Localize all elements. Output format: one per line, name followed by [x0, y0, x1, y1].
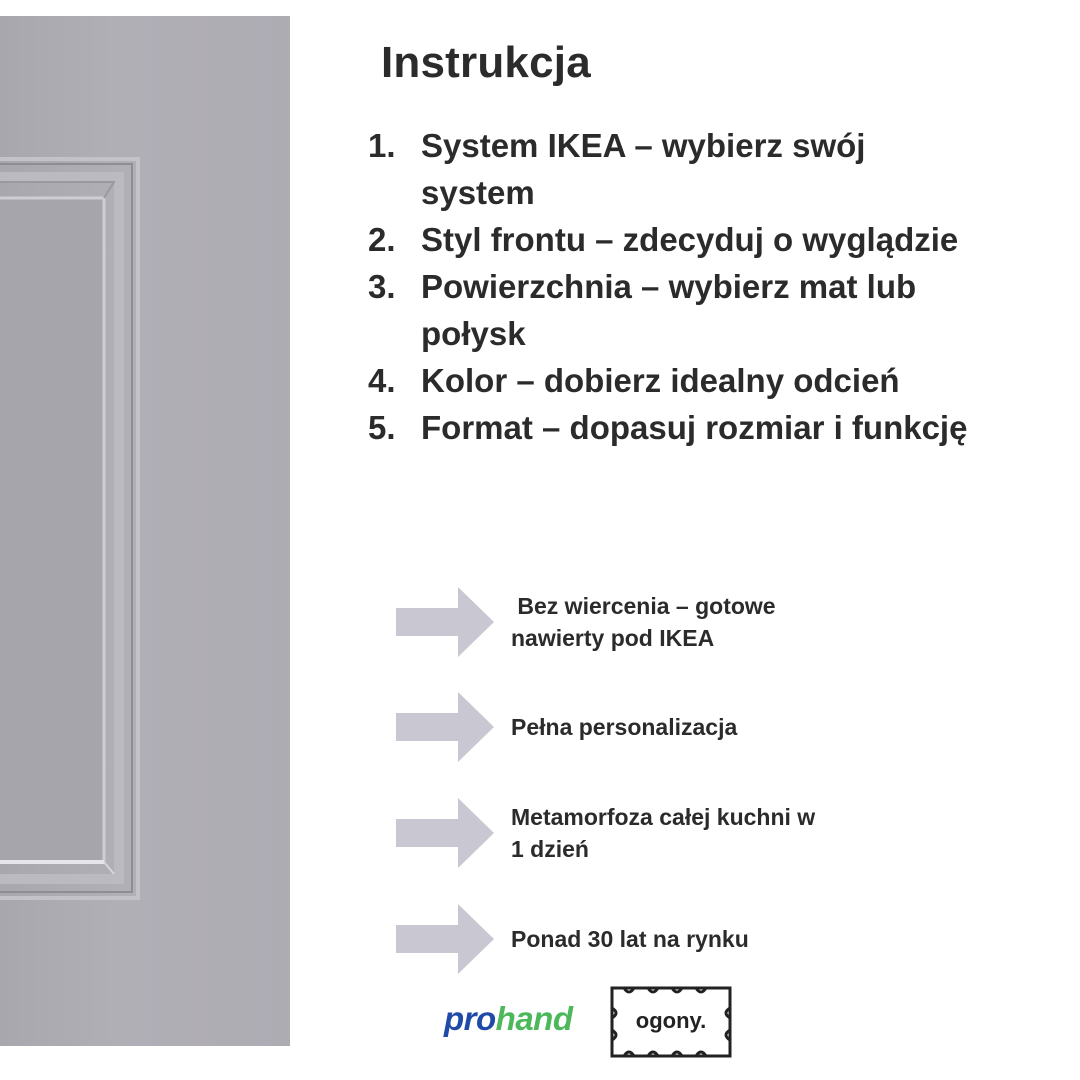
page-title: Instrukcja	[381, 38, 591, 87]
step-text: Powierzchnia – wybierz mat lub połysk	[421, 268, 917, 352]
feature-item-personalization: Pełna personalizacja	[396, 692, 956, 762]
step-number: 1.	[368, 127, 396, 164]
instruction-steps: 1. System IKEA – wybierz swój system 2. …	[368, 122, 988, 451]
puzzle-frame-icon	[610, 986, 732, 1058]
prohand-logo-part2: hand	[495, 1000, 573, 1037]
step-item: 4. Kolor – dobierz idealny odcień	[368, 357, 988, 404]
step-text: Styl frontu – zdecyduj o wyglądzie	[421, 221, 959, 258]
step-number: 5.	[368, 409, 396, 446]
step-number: 3.	[368, 268, 396, 305]
door-panel-graphic	[0, 157, 140, 900]
step-text: System IKEA – wybierz swój system	[421, 127, 866, 211]
step-number: 4.	[368, 362, 396, 399]
step-number: 2.	[368, 221, 396, 258]
prohand-logo: prohand	[444, 1000, 573, 1038]
ogony-logo-text: ogony.	[635, 1008, 707, 1033]
ogony-logo: ogony.	[610, 986, 732, 1058]
arrow-right-icon	[396, 587, 494, 657]
feature-item-metamorphosis: Metamorfoza całej kuchni w 1 dzień	[396, 798, 956, 868]
arrow-right-icon	[396, 798, 494, 868]
feature-text: Pełna personalizacja	[511, 714, 738, 740]
feature-text: Metamorfoza całej kuchni w 1 dzień	[511, 804, 816, 862]
step-item: 3. Powierzchnia – wybierz mat lub połysk	[368, 263, 988, 357]
step-text: Kolor – dobierz idealny odcień	[421, 362, 900, 399]
step-item: 2. Styl frontu – zdecyduj o wyglądzie	[368, 216, 988, 263]
step-item: 1. System IKEA – wybierz swój system	[368, 122, 988, 216]
prohand-logo-part1: pro	[444, 1000, 496, 1037]
feature-text: Bez wiercenia – gotowe nawierty pod IKEA	[511, 593, 782, 651]
step-item: 5. Format – dopasuj rozmiar i funkcję	[368, 404, 988, 451]
arrow-right-icon	[396, 904, 494, 974]
feature-item-experience: Ponad 30 lat na rynku	[396, 904, 956, 974]
arrow-right-icon	[396, 692, 494, 762]
feature-item-no-drilling: Bez wiercenia – gotowe nawierty pod IKEA	[396, 587, 956, 657]
step-text: Format – dopasuj rozmiar i funkcję	[421, 409, 968, 446]
door-front-photo	[0, 16, 290, 1046]
feature-text: Ponad 30 lat na rynku	[511, 926, 749, 952]
